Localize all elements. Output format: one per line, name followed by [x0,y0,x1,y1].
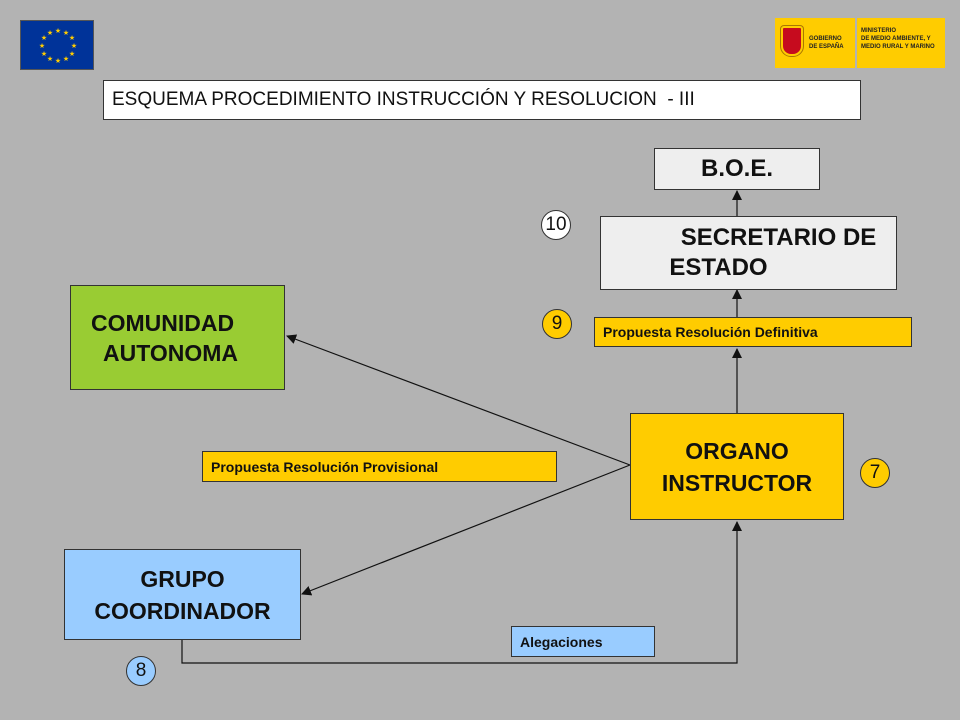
coat-of-arms-icon [781,26,803,56]
secretario-label-line2: ESTADO [669,254,768,281]
organo-label-line2: INSTRUCTOR [661,469,813,496]
ministry-text-line2: DE MEDIO AMBIENTE, Y [861,36,931,42]
comunidad-label-line2: AUTONOMA [103,339,239,366]
organo-label-line1: ORGANO [685,437,789,464]
step-7-badge: 7 [860,458,890,488]
svg-text:★: ★ [47,29,53,37]
svg-text:★: ★ [55,27,61,35]
step-8-badge: 8 [126,656,156,686]
secretario-node: SECRETARIO DE ESTADO [600,216,897,290]
step-9-badge: 9 [542,309,572,339]
comunidad-node: COMUNIDAD AUTONOMA [70,285,285,390]
label-definitiva-text: Propuesta Resolución Definitiva [603,324,818,340]
svg-text:★: ★ [63,29,69,37]
label-definitiva: Propuesta Resolución Definitiva [594,317,912,347]
government-logo-panel: GOBIERNO DE ESPAÑA [775,18,855,68]
organo-node: ORGANO INSTRUCTOR [630,413,844,520]
svg-text:★: ★ [71,42,77,50]
arrow-grupo-to-organo [181,521,742,664]
ministry-logo-panel: MINISTERIO DE MEDIO AMBIENTE, Y MEDIO RU… [857,18,945,68]
label-alegaciones: Alegaciones [511,626,655,657]
ministry-logo: GOBIERNO DE ESPAÑA MINISTERIO DE MEDIO A… [775,18,945,68]
ministry-text-line3: MEDIO RURAL Y MARINO [861,44,935,50]
eu-flag-logo: ★★★ ★★★ ★★★ ★★★ [20,20,94,70]
label-alegaciones-text: Alegaciones [520,633,603,650]
step-10-text: 10 [545,214,567,235]
step-7-text: 7 [869,462,881,483]
svg-text:★: ★ [69,34,75,42]
step-8-text: 8 [135,660,147,681]
arrow-organo-to-grupo [301,464,631,596]
boe-label: B.O.E. [700,155,773,182]
page-title: ESQUEMA PROCEDIMIENTO INSTRUCCIÓN Y RESO… [103,80,861,120]
label-provisional-text: Propuesta Resolución Provisional [211,458,439,475]
svg-text:★: ★ [69,50,75,58]
svg-text:★: ★ [39,42,45,50]
svg-text:★: ★ [47,55,53,63]
grupo-label-line1: GRUPO [140,565,225,592]
label-provisional: Propuesta Resolución Provisional [202,451,557,482]
comunidad-label-line1: COMUNIDAD [91,309,235,336]
svg-text:★: ★ [63,55,69,63]
step-10-badge: 10 [541,210,571,240]
gov-text-line2: DE ESPAÑA [809,44,844,50]
svg-text:★: ★ [55,57,61,65]
boe-node: B.O.E. [654,148,820,190]
svg-text:★: ★ [41,50,47,58]
grupo-label-line2: COORDINADOR [94,597,271,624]
grupo-node: GRUPO COORDINADOR [64,549,301,640]
page-title-text: ESQUEMA PROCEDIMIENTO INSTRUCCIÓN Y RESO… [112,89,695,110]
gov-text-line1: GOBIERNO [809,36,842,42]
secretario-label-line1: SECRETARIO DE [680,224,877,251]
ministry-text-line1: MINISTERIO [861,28,897,34]
arrow-organo-to-comunidad [286,334,631,466]
step-9-text: 9 [551,313,563,334]
svg-text:★: ★ [41,34,47,42]
